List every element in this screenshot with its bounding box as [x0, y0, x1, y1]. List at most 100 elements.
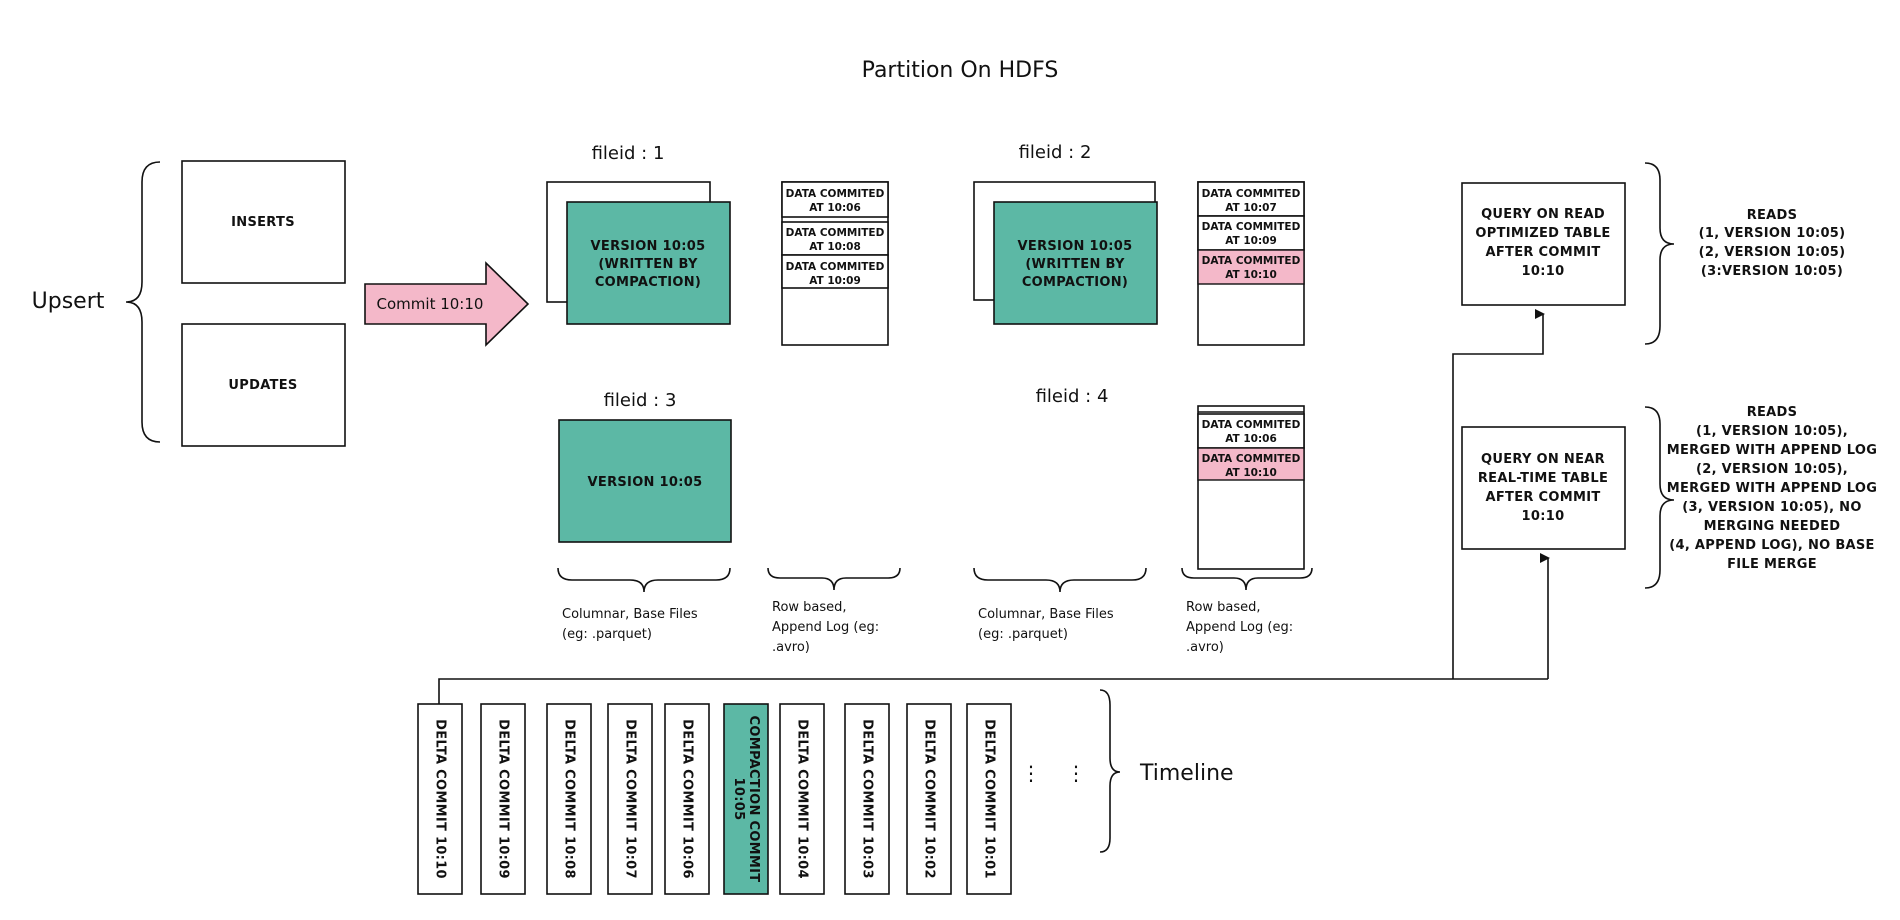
- query-2-line-3: AFTER COMMIT: [1486, 490, 1601, 505]
- reads-1-line-1: READS: [1747, 208, 1798, 223]
- reads-1-line-2: (1, VERSION 10:05): [1699, 226, 1846, 241]
- timeline-label: Timeline: [1139, 761, 1234, 786]
- reads-2: READS (1, VERSION 10:05), MERGED WITH AP…: [1667, 405, 1877, 572]
- rowbased-note-1-line-2: Append Log (eg:: [772, 620, 879, 635]
- delta-commit: DELTA COMMIT 10:06: [664, 703, 710, 895]
- query-2-line-1: QUERY ON NEAR: [1481, 452, 1605, 467]
- fileid-1-base-line-3: COMPACTION): [595, 275, 701, 290]
- connector-to-read-optimized: [1452, 309, 1545, 679]
- log-entry: [1197, 181, 1305, 217]
- query-read-optimized-box: QUERY ON READ OPTIMIZED TABLE AFTER COMM…: [1461, 182, 1626, 306]
- rowbased-note-2-line-1: Row based,: [1186, 600, 1261, 615]
- query-1-line-3: AFTER COMMIT: [1486, 245, 1601, 260]
- log-entry-line-1: DATA COMMITED: [786, 188, 885, 200]
- log-entry-line-1: DATA COMMITED: [1202, 255, 1301, 267]
- commit-label: DELTA COMMIT 10:02: [922, 719, 937, 879]
- rowbased-note-2-line-2: Append Log (eg:: [1186, 620, 1293, 635]
- fileid-3-base-line-1: VERSION 10:05: [588, 475, 703, 490]
- columnar-note-1-line-1: Columnar, Base Files: [562, 607, 698, 622]
- commit-arrow: Commit 10:10: [364, 261, 530, 347]
- log-entry-line-2: AT 10:09: [1225, 235, 1277, 247]
- reads-brace-2: [1644, 406, 1675, 589]
- fileid-2-append-log: DATA COMMITED AT 10:07 DATA COMMITED AT …: [1197, 181, 1305, 346]
- commit-box: [607, 703, 653, 895]
- timeline-ellipsis-1: ⋮: [1021, 761, 1041, 785]
- fileid-1-base-line-2: (WRITTEN BY: [598, 257, 698, 272]
- commit-box: [779, 703, 825, 895]
- query-2-line-2: REAL-TIME TABLE: [1478, 471, 1608, 486]
- commit-box: [417, 703, 463, 895]
- timeline-connector: [438, 678, 1548, 704]
- delta-commit: DELTA COMMIT 10:03: [844, 703, 890, 895]
- columnar-note-2-line-1: Columnar, Base Files: [978, 607, 1114, 622]
- reads-2-line-2: (1, VERSION 10:05),: [1696, 424, 1848, 439]
- reads-2-line-5: MERGED WITH APPEND LOG: [1667, 481, 1877, 496]
- rowbased-brace-2: [1181, 567, 1313, 591]
- columnar-note-1-line-2: (eg: .parquet): [562, 627, 652, 642]
- fileid-2-base-line-1: VERSION 10:05: [1018, 239, 1133, 254]
- commit-box: [723, 703, 769, 895]
- log-entry-line-1: DATA COMMITED: [1202, 419, 1301, 431]
- delta-commit: DELTA COMMIT 10:02: [906, 703, 952, 895]
- delta-commit: DELTA COMMIT 10:04: [779, 703, 825, 895]
- columnar-brace-2: [973, 567, 1147, 593]
- fileid-3-base-file: VERSION 10:05: [558, 419, 732, 543]
- commit-label: DELTA COMMIT 10:09: [496, 719, 511, 879]
- commit-label: DELTA COMMIT 10:07: [623, 719, 638, 879]
- log-entry-line-1: DATA COMMITED: [1202, 188, 1301, 200]
- fileid-2-label: fileid : 2: [1019, 142, 1092, 163]
- log-entry-line-1: DATA COMMITED: [786, 227, 885, 239]
- columnar-note-2-line-2: (eg: .parquet): [978, 627, 1068, 642]
- log-entry-line-1: DATA COMMITED: [1202, 221, 1301, 233]
- log-entry: [781, 254, 889, 289]
- fileid-1-append-log: DATA COMMITED AT 10:06 DATA COMMITED AT …: [781, 181, 889, 346]
- query-near-real-time-box: QUERY ON NEAR REAL-TIME TABLE AFTER COMM…: [1461, 426, 1626, 550]
- rowbased-note-1-line-3: .avro): [772, 640, 810, 655]
- fileid-1-label: fileid : 1: [592, 143, 665, 164]
- reads-1: READS (1, VERSION 10:05) (2, VERSION 10:…: [1699, 208, 1846, 279]
- commit-label: DELTA COMMIT 10:04: [795, 719, 810, 879]
- rowbased-brace-1: [767, 567, 901, 591]
- log-entry-line-2: AT 10:07: [1225, 202, 1277, 214]
- delta-commit: DELTA COMMIT 10:08: [546, 703, 592, 895]
- delta-commit: DELTA COMMIT 10:09: [480, 703, 526, 895]
- log-entry: [781, 181, 889, 218]
- commit-label: 10:05: [731, 778, 746, 821]
- updates-box: UPDATES: [181, 323, 346, 447]
- query-1-line-4: 10:10: [1522, 264, 1565, 279]
- reads-2-line-1: READS: [1747, 405, 1798, 420]
- query-1-line-2: OPTIMIZED TABLE: [1475, 226, 1610, 241]
- commit-label: DELTA COMMIT 10:10: [433, 719, 448, 879]
- commit-box: [664, 703, 710, 895]
- reads-2-line-7: MERGING NEEDED: [1704, 519, 1841, 534]
- commit-label: DELTA COMMIT 10:06: [680, 719, 695, 879]
- inserts-label: INSERTS: [231, 215, 295, 230]
- fileid-3-label: fileid : 3: [604, 390, 677, 411]
- reads-brace-1: [1644, 162, 1675, 345]
- reads-1-line-4: (3:VERSION 10:05): [1701, 264, 1843, 279]
- log-entry-line-2: AT 10:10: [1225, 467, 1277, 479]
- commit-arrow-label: Commit 10:10: [377, 295, 484, 313]
- fileid-2-base-line-2: (WRITTEN BY: [1025, 257, 1125, 272]
- reads-1-line-3: (2, VERSION 10:05): [1699, 245, 1846, 260]
- reads-2-line-8: (4, APPEND LOG), NO BASE: [1669, 538, 1874, 553]
- inserts-box: INSERTS: [181, 160, 346, 284]
- commit-label: DELTA COMMIT 10:01: [982, 719, 997, 879]
- log-entry-line-2: AT 10:08: [809, 241, 861, 253]
- commit-box: [966, 703, 1012, 895]
- upsert-brace: [125, 161, 161, 443]
- rowbased-note-1-line-1: Row based,: [772, 600, 847, 615]
- reads-2-line-4: (2, VERSION 10:05),: [1696, 462, 1848, 477]
- log-entry-new: [1197, 447, 1305, 481]
- timeline-commits: DELTA COMMIT 10:10 DELTA COMMIT 10:09 DELT…: [417, 703, 1012, 895]
- reads-2-line-9: FILE MERGE: [1727, 557, 1817, 572]
- reads-2-line-6: (3, VERSION 10:05), NO: [1682, 500, 1861, 515]
- log-entry-line-1: DATA COMMITED: [1202, 453, 1301, 465]
- log-entry-line-2: AT 10:06: [1225, 433, 1277, 445]
- diagram-title: Partition On HDFS: [862, 58, 1059, 83]
- query-2-line-4: 10:10: [1522, 509, 1565, 524]
- fileid-1-base-file: VERSION 10:05 (WRITTEN BY COMPACTION): [566, 201, 731, 325]
- commit-box: [844, 703, 890, 895]
